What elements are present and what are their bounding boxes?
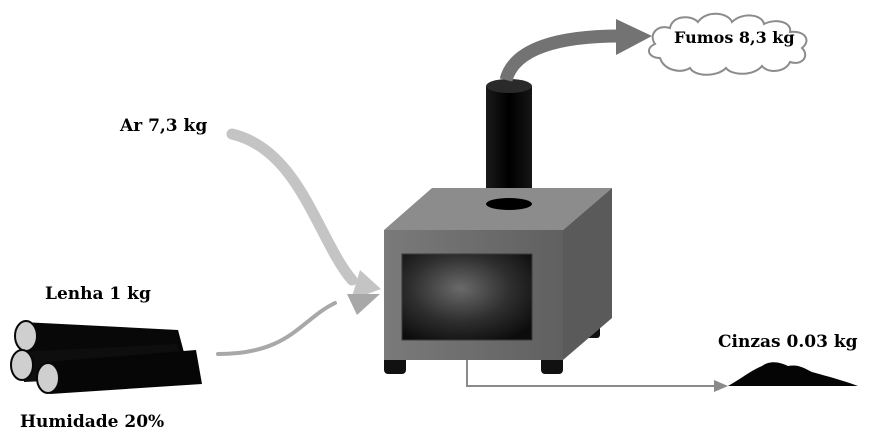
firewood-label: Lenha 1 kg <box>45 284 151 304</box>
air-label: Ar 7,3 kg <box>120 116 208 136</box>
ashes-label: Cinzas 0.03 kg <box>718 332 858 352</box>
cloud-icon <box>648 12 808 76</box>
fumes-label: Fumos 8,3 kg <box>674 28 795 47</box>
wood-arrow <box>216 294 380 356</box>
ash-line <box>466 360 728 392</box>
air-arrow <box>226 128 381 300</box>
logs-icon <box>10 320 202 394</box>
stove-icon <box>384 188 612 374</box>
fumes-arrow <box>499 19 652 83</box>
humidity-label: Humidade 20% <box>20 412 165 432</box>
ash-pile-icon <box>728 362 858 386</box>
